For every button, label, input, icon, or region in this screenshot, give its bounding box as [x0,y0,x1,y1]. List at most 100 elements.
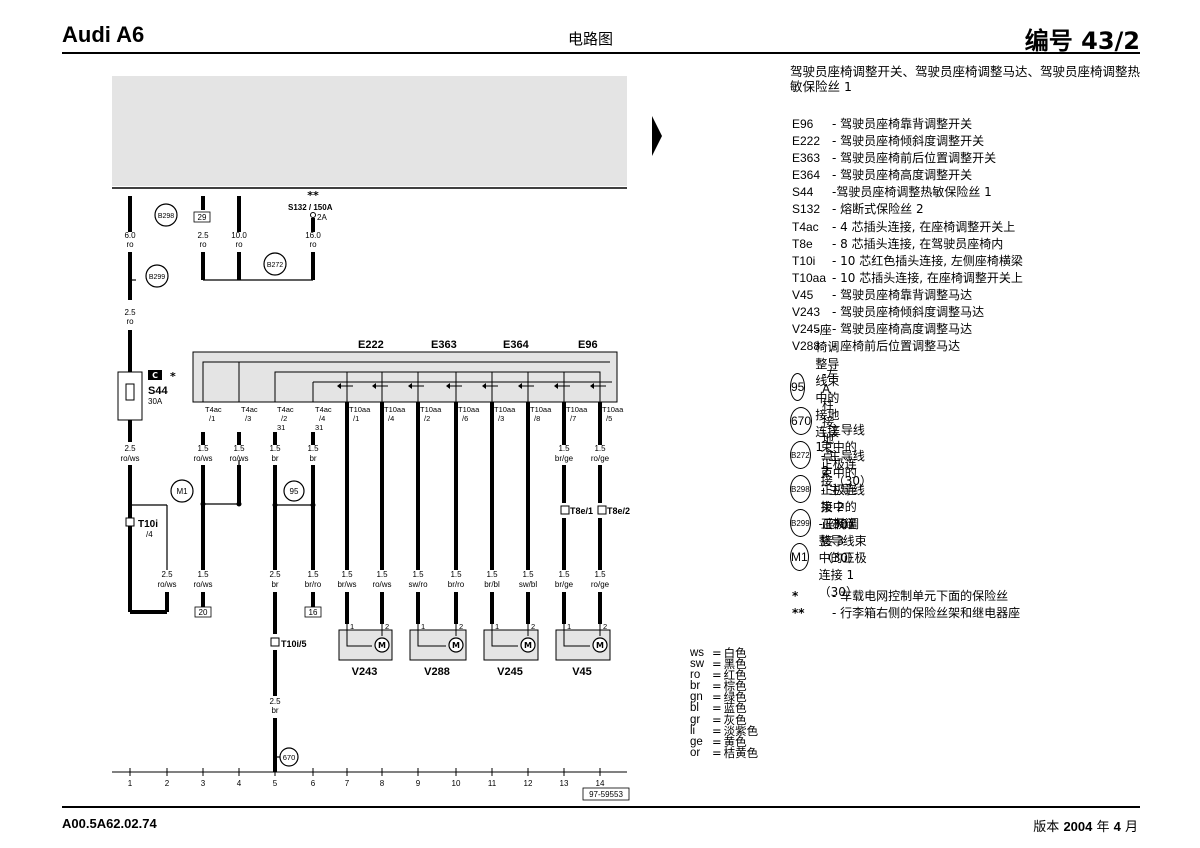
note-row: **- 行李箱右侧的保险丝架和继电器座 [792,605,1020,622]
legend-row: T10aa- 10 芯插头连接, 在座椅调整开关上 [792,270,1023,287]
legend-code: V45 [792,287,814,302]
wire-color-abbr: ge [690,735,703,748]
legend-code: E363 [792,151,821,166]
footer-rule [62,806,1140,808]
thick-wires [128,196,315,614]
equals-sign: = [712,668,722,683]
ground-95-label: 95 [290,487,299,496]
connector-name: T10aa [420,405,442,414]
switch-arrow-icon [408,383,412,389]
wire-color-row: gr= 灰色 [690,714,758,726]
wire-color: br [271,454,278,463]
footnotes: * - 车载电网控制单元下面的保险丝 **- 行李箱右侧的保险丝架和继电器座 [792,588,1020,622]
column-number: 1 [128,779,133,788]
connector-pin: /4 [319,414,325,423]
wire-color: ro/ws [193,580,212,589]
wire-color-row: or= 桔黄色 [690,747,758,759]
legend-desc: - 8 芯插头连接, 在驾驶员座椅内 [832,236,1004,251]
wire-color-name: 红色 [723,668,747,683]
m1-label: M1 [176,487,188,496]
wire-color: ro/ge [591,580,610,589]
motor-pin: 1 [567,622,571,631]
legend-desc: - 10 芯插头连接, 在座椅调整开关上 [832,270,1023,285]
legend-desc: - 熔断式保险丝 2 [832,202,924,217]
wire-size: 16.0 [305,231,321,240]
legend-code: V243 [792,305,821,320]
column-number: 8 [380,779,385,788]
equals-sign: = [712,646,722,660]
s44-label: S44 [148,385,168,397]
wire-size: 6.0 [124,231,136,240]
wire-color-name: 黑色 [723,657,747,672]
wire-color-abbr: ws [690,647,705,659]
connection-row: B299- 主导线束中的正极连接 3（30） [790,483,867,565]
wire-size: 2.5 [124,308,136,317]
wire-color-row: gn= 绿色 [690,690,758,705]
wire-size: 1.5 [522,570,534,579]
legend-row: T4ac- 4 芯插头连接, 在座椅调整开关上 [792,219,1023,236]
version-year: 2004 [1063,819,1093,834]
wire-color: br/ge [555,454,574,463]
motor-symbol: M [378,641,386,650]
legend-row: V245 - 驾驶员座椅高度调整马达 [792,321,1023,338]
column-number: 9 [416,779,421,788]
pin-31: 31 [315,423,323,432]
note-symbol: * [792,589,799,603]
equals-sign: = [712,701,722,716]
ref-16: 16 [309,608,318,617]
connector-pin: /4 [388,414,394,423]
wire-color-row: sw= 黑色 [690,657,758,672]
wire-color: ro [309,240,317,249]
wire-size: 1.5 [486,570,498,579]
b299-label: B299 [149,274,165,281]
motor-label: V245 [497,666,523,678]
motor-icon [448,637,464,653]
legend-desc: - 驾驶员座椅高度调整开关 [832,168,973,183]
connector-name: T10aa [494,405,516,414]
low-wire-labels: 2.5ro/ws1.5ro/ws2.5br1.5br/ro1.5br/ws1.5… [157,570,609,715]
legend-desc: - 驾驶员座椅高度调整马达 [832,322,973,337]
wire-size: 2.5 [161,570,173,579]
wire-size: 1.5 [197,444,209,453]
connector-pin: /5 [606,414,612,423]
legend-code: S44 [792,185,814,200]
wire-color-abbr: li [690,724,696,737]
wire-size: 2.5 [197,231,209,240]
equals-sign: = [712,690,722,705]
connection-desc: -座椅调整导线束中的接地连接 1 [815,322,840,454]
legend-code: T10i [792,253,816,268]
wire-color-abbr: bl [690,702,699,715]
switch-arrow-icon [518,383,522,389]
legend-row: S44-驾驶员座椅调整热敏保险丝 1 [792,184,1023,201]
note-desc: - 车载电网控制单元下面的保险丝 [832,589,1009,603]
connector-name: T10aa [458,405,480,414]
pin-31: 31 [277,423,285,432]
legend-row: V45- 驾驶员座椅靠背调整马达 [792,287,1023,304]
equals-sign: = [712,657,722,672]
wire-color: ro/ws [193,454,212,463]
wire-size: 1.5 [269,444,281,453]
legend-code: V245 [792,322,821,337]
wire-color-abbr: ro [690,669,701,682]
b272-circle [263,252,287,276]
legend-code: E222 [792,134,821,149]
motor-pin: 1 [421,622,425,631]
document-number: 编号 43/2 [1024,27,1140,55]
c-box [148,370,162,380]
wire-color-name: 绿色 [723,690,747,705]
column-number: 5 [273,779,278,788]
connection-symbol: 95 [790,373,806,401]
connection-row: 670 -左 A 柱接地点 2 [790,367,840,478]
wire-color: ro/ws [157,580,176,589]
wire-color: br [271,706,278,715]
s132-label: S132 / 150A [288,203,333,212]
wire-size: 1.5 [558,444,570,453]
connection-symbol: 670 [790,407,813,435]
wire-color: br [309,454,316,463]
connection-desc: -左 A 柱接地点 2 [822,366,839,478]
wire-color-row: br= 棕色 [690,680,758,692]
